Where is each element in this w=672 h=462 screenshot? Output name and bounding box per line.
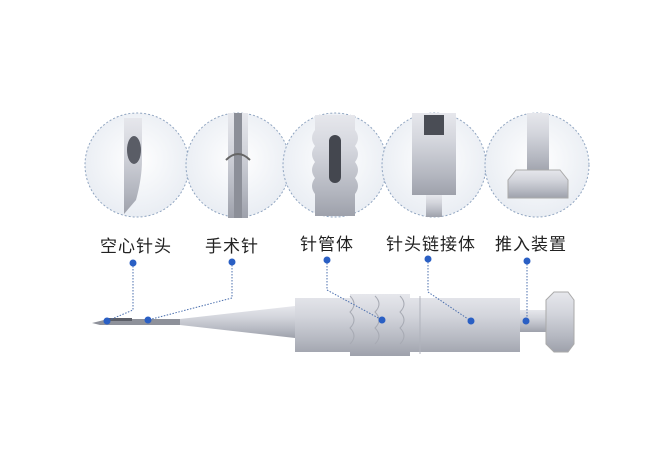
detail-circle-hollow-tip xyxy=(84,112,190,218)
label-surgical-needle: 手术针 xyxy=(205,237,259,257)
label-push-device: 推入装置 xyxy=(495,235,567,255)
label-needle-tube-body: 针管体 xyxy=(300,235,354,255)
detail-circle-tube-body xyxy=(282,112,388,218)
anchor-dots xyxy=(103,255,531,325)
label-hollow-tip: 空心针头 xyxy=(100,237,172,257)
instrument xyxy=(92,291,575,356)
label-needle-connector: 针头链接体 xyxy=(386,235,476,255)
detail-circle-surgical-needle xyxy=(185,112,291,218)
leader-lines xyxy=(106,259,528,322)
detail-circle-push-device xyxy=(484,112,590,218)
detail-circle-connector xyxy=(381,112,487,218)
